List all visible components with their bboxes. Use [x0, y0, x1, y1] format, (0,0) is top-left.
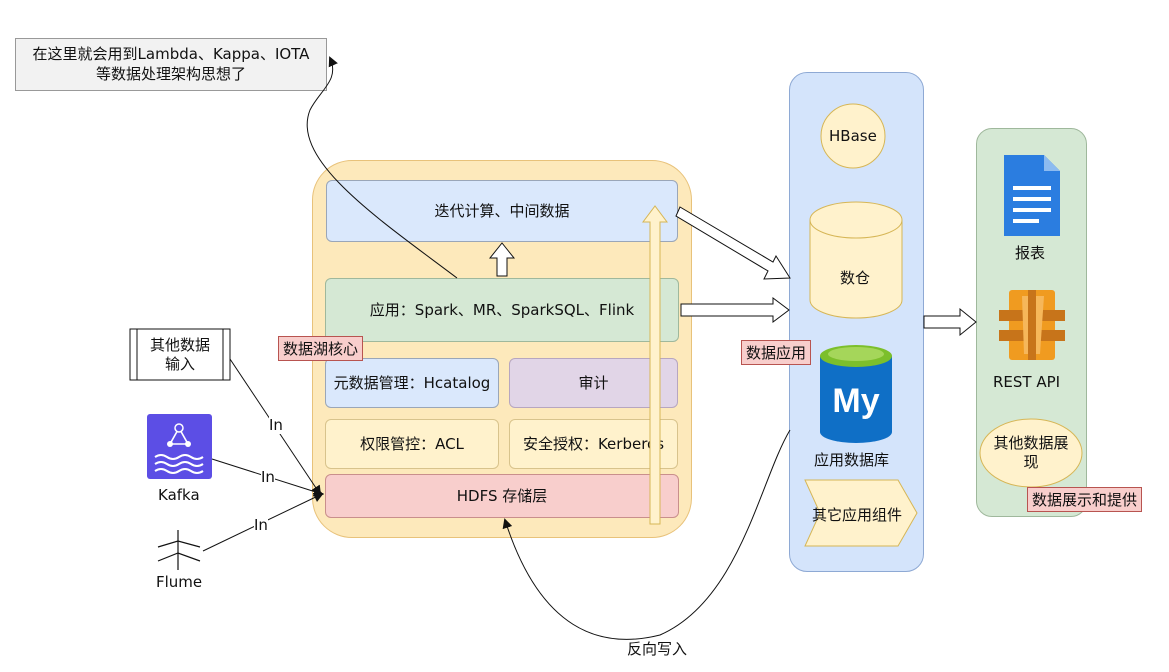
kafka-label: Kafka: [158, 486, 200, 504]
in-label-other: In: [269, 416, 283, 434]
other-input-shape: [129, 328, 231, 381]
other-input-label: 其他数据 输入: [149, 335, 210, 374]
rest-api-label: REST API: [993, 373, 1061, 391]
hbase-label: HBase: [829, 127, 877, 145]
compute-apps-box: 应用：Spark、MR、SparkSQL、Flink: [325, 278, 679, 342]
hbase-circle: [820, 103, 886, 169]
mysql-database-icon: My: [820, 345, 892, 443]
other-components-label: 其它应用组件: [812, 506, 903, 524]
data-display-tag: 数据展示和提供: [1027, 487, 1143, 512]
iterative-to-app-arrow: [675, 206, 791, 280]
reverse-write-curve: [502, 429, 791, 640]
in-label-flume: In: [254, 516, 268, 534]
acl-box: 权限管控：ACL: [325, 419, 499, 469]
svg-text:My: My: [832, 382, 879, 420]
other-components-chevron: [804, 479, 918, 547]
app-to-display-arrow: [923, 307, 977, 337]
iterative-compute-box: 迭代计算、中间数据: [326, 180, 678, 242]
apps-to-iterative-arrow: [488, 242, 516, 277]
warehouse-label: 数仓: [840, 269, 871, 287]
report-label: 报表: [1015, 244, 1046, 262]
apps-to-app-arrow: [680, 297, 790, 323]
data-lake-core-tag: 数据湖核心: [278, 336, 364, 361]
document-icon: [1004, 155, 1060, 236]
note-curve-arrow: [306, 56, 458, 279]
kafka-icon: [147, 414, 212, 479]
api-gateway-icon: [999, 290, 1065, 360]
hdfs-upward-arrow: [642, 205, 668, 525]
hdfs-storage-box: HDFS 存储层: [325, 474, 679, 518]
warehouse-cylinder: [809, 201, 903, 319]
flume-label: Flume: [156, 573, 203, 591]
note-line-1: 在这里就会用到Lambda、Kappa、IOTA: [32, 45, 310, 63]
flume-icon: [157, 530, 201, 570]
in-label-kafka: In: [261, 468, 275, 486]
app-database-label: 应用数据库: [814, 451, 890, 469]
note-line-2: 等数据处理架构思想了: [95, 64, 246, 83]
architecture-note: 在这里就会用到Lambda、Kappa、IOTA 等数据处理架构思想了: [15, 38, 327, 91]
other-display-label: 其他数据展 现: [993, 433, 1069, 472]
reverse-write-label: 反向写入: [627, 640, 688, 658]
data-application-tag: 数据应用: [741, 340, 812, 365]
metadata-box: 元数据管理：Hcatalog: [325, 358, 499, 408]
